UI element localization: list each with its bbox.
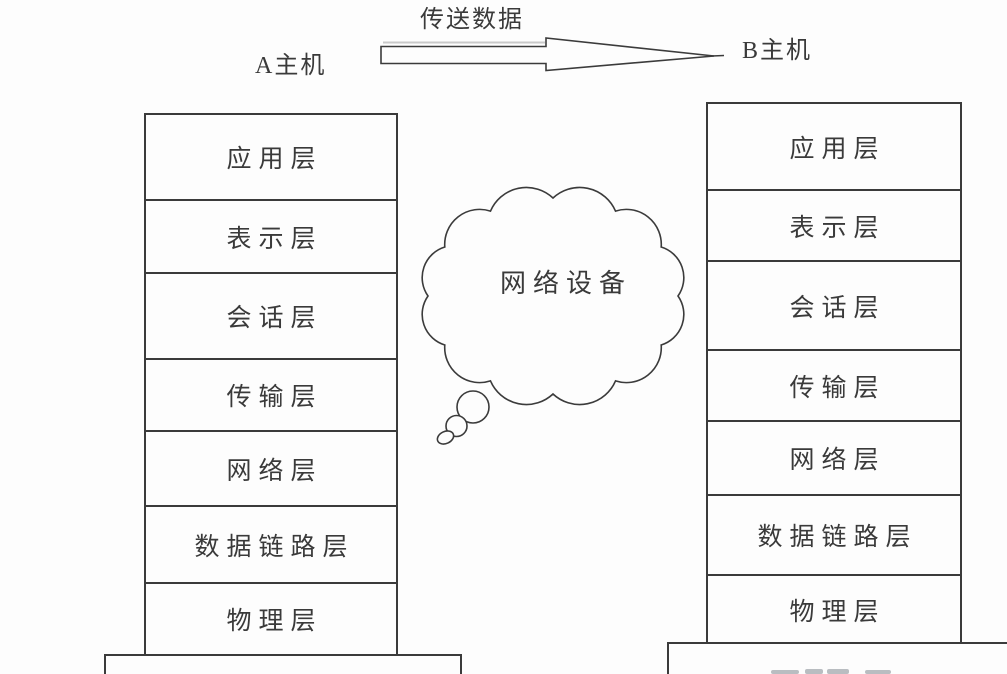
thought-bubble-large: [456, 390, 490, 424]
host-b-label: B主机: [742, 38, 813, 64]
stack-b-layer-presentation: 表示层: [708, 189, 960, 260]
bottom-box-host-b: [667, 642, 1007, 674]
stack-b-layer-datalink: 数据链路层: [708, 494, 960, 574]
stack-a-layer-datalink: 数据链路层: [146, 505, 396, 582]
osi-stack-host-b: 应用层 表示层 会话层 传输层 网络层 数据链路层 物理层: [706, 102, 962, 646]
stack-b-layer-transport: 传输层: [708, 349, 960, 420]
stack-a-layer-presentation: 表示层: [146, 199, 396, 272]
stack-a-layer-network: 网络层: [146, 430, 396, 505]
host-a-label: A主机: [255, 53, 327, 79]
arrow-tip-dash: [711, 54, 725, 57]
bottom-box-host-a: [104, 654, 462, 674]
osi-stack-host-a: 应用层 表示层 会话层 传输层 网络层 数据链路层 物理层: [144, 113, 398, 656]
transfer-data-label: 传送数据: [420, 7, 524, 33]
stack-a-layer-physical: 物理层: [146, 582, 396, 654]
stack-b-layer-application: 应用层: [789, 135, 886, 163]
network-devices-label: 网络设备: [500, 269, 633, 298]
thought-bubble-small: [436, 430, 455, 445]
stack-a-layer-session: 会话层: [146, 272, 396, 358]
faint-glyph-tops: [805, 669, 823, 674]
stack-b-layer-network: 网络层: [708, 420, 960, 494]
faint-glyph-tops: [865, 670, 891, 674]
stack-b-layer-session: 会话层: [708, 260, 960, 349]
stack-a-layer-transport: 传输层: [146, 358, 396, 430]
stack-a-layer-application: 应用层: [226, 146, 323, 173]
network-cloud-shape: [421, 186, 685, 406]
faint-glyph-tops: [827, 669, 849, 674]
stack-b-layer-physical: 物理层: [708, 574, 960, 644]
data-transfer-arrow: [380, 37, 715, 72]
faint-glyph-tops: [771, 670, 799, 674]
